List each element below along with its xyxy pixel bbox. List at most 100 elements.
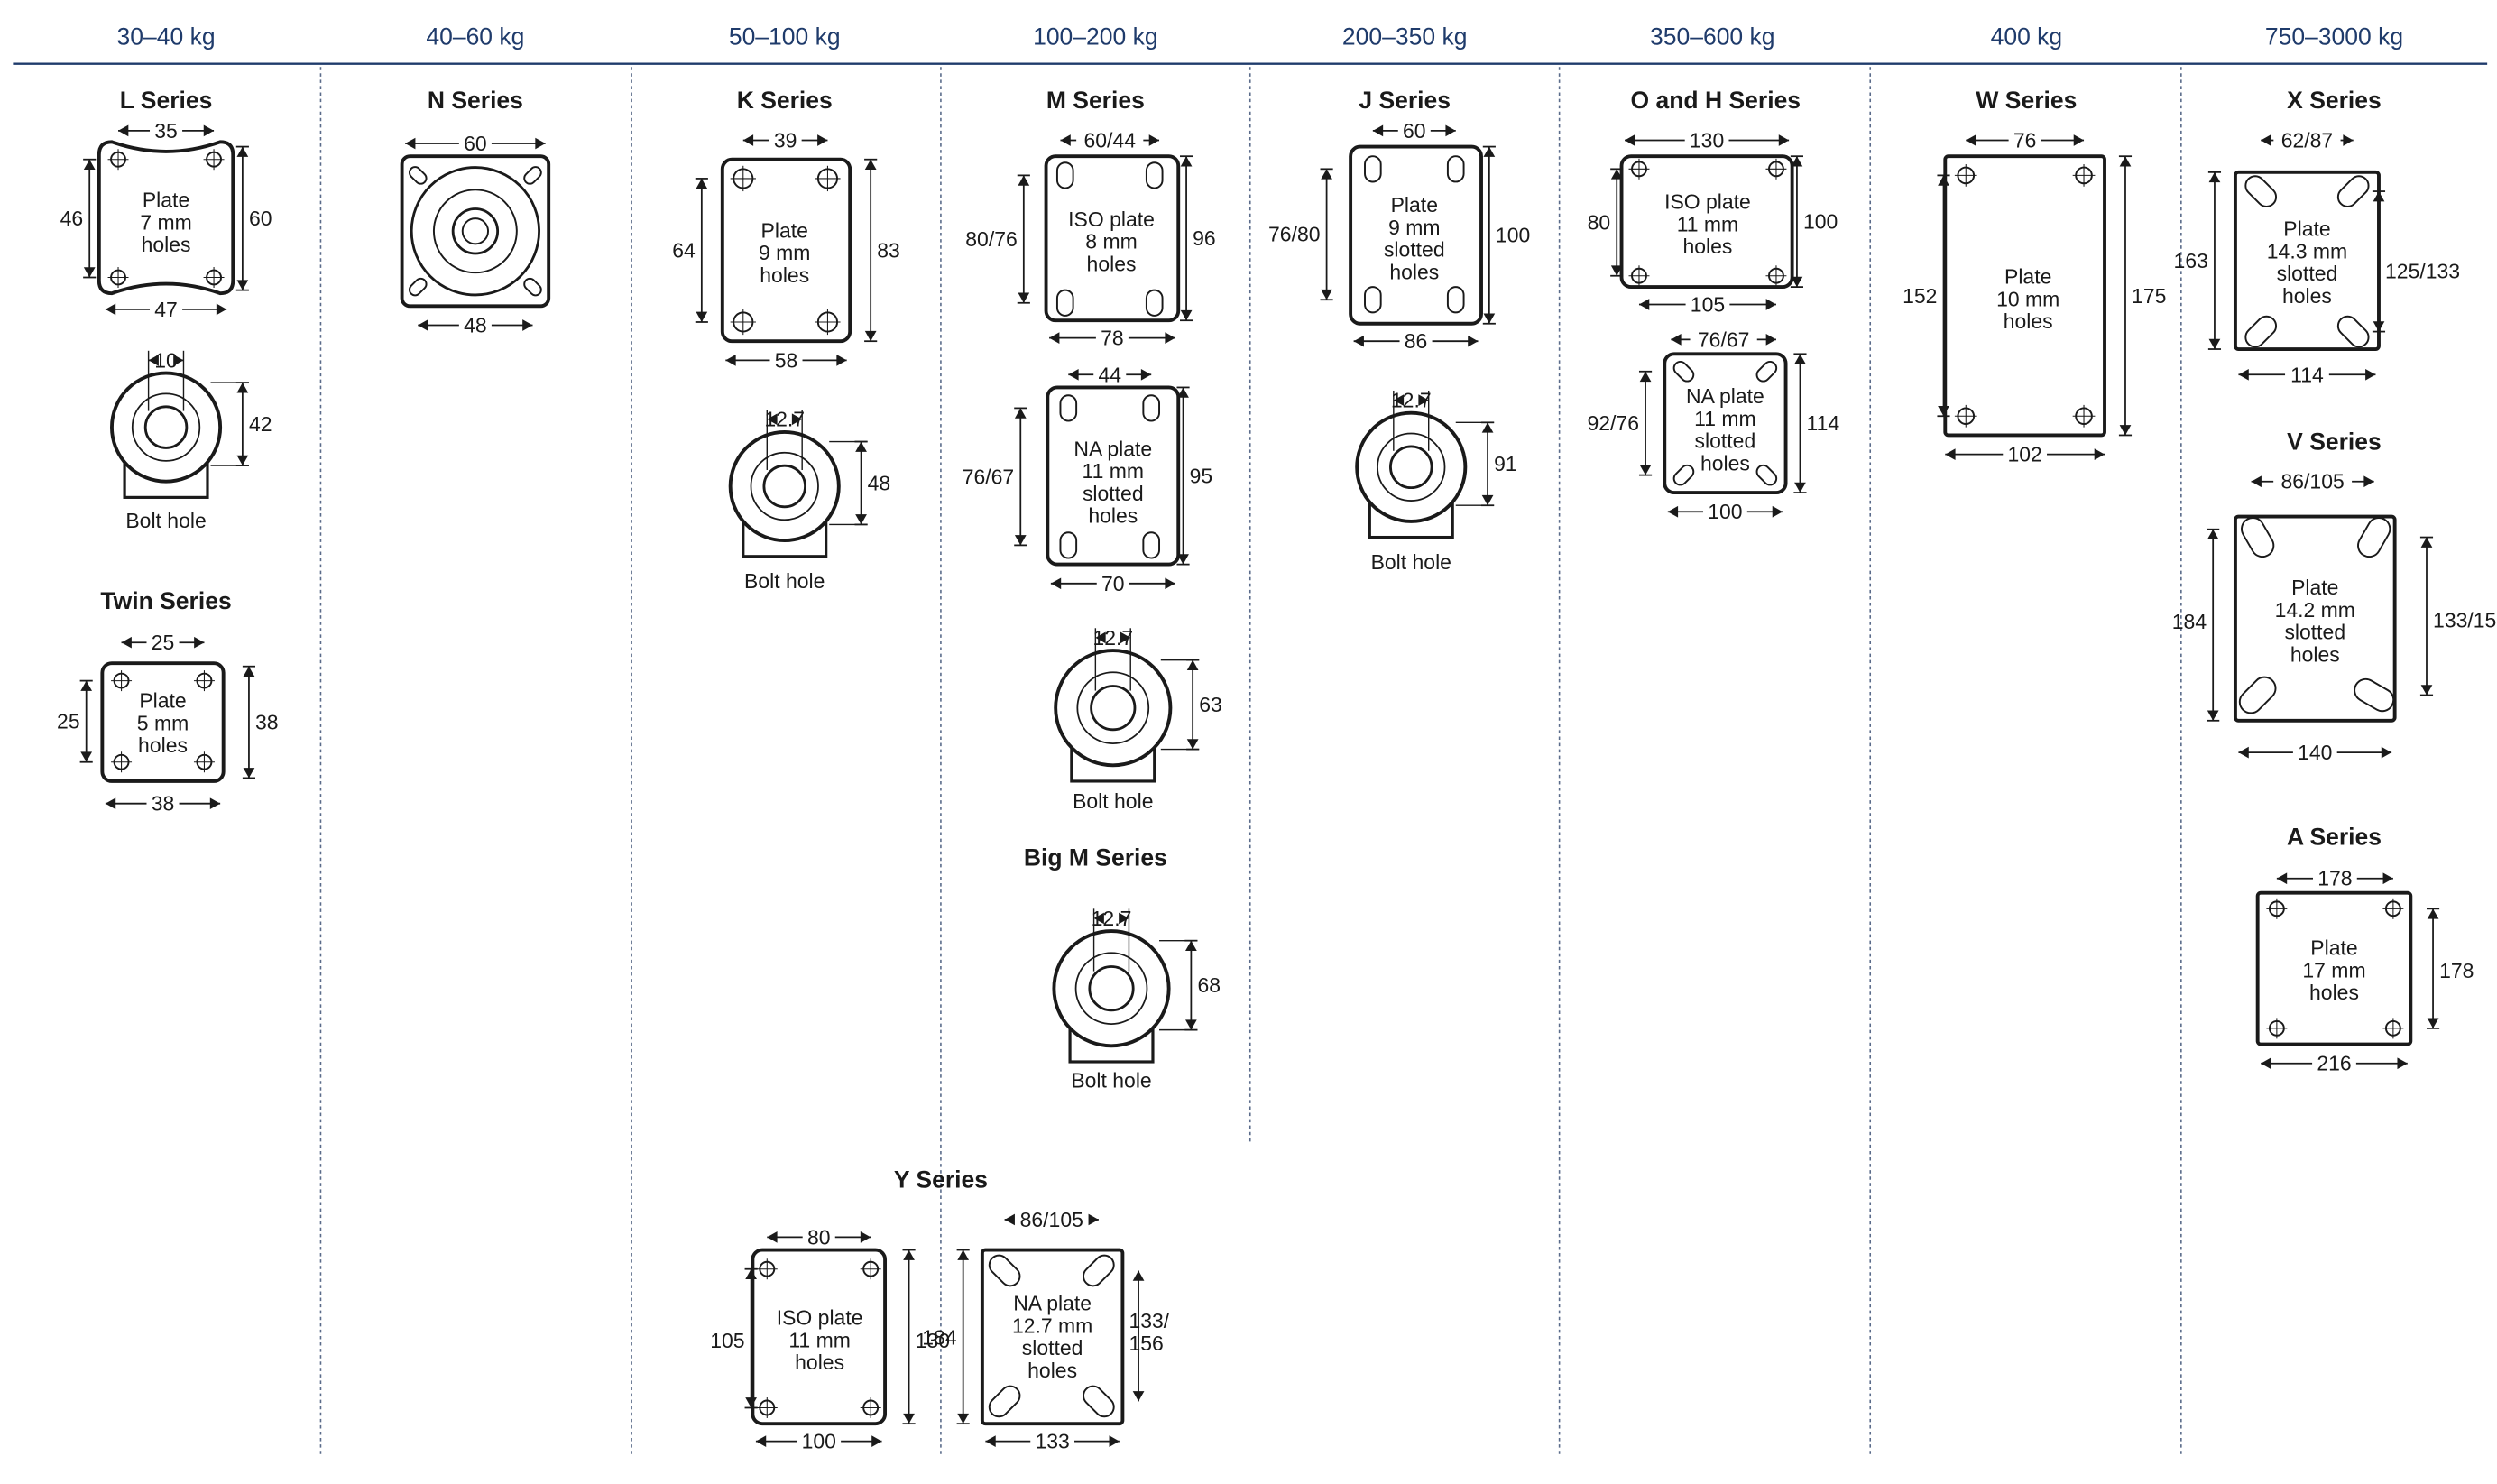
plate-oh-na-top-arrow — [1765, 334, 1776, 346]
series-title-v: V Series — [2287, 428, 2382, 455]
slotted-hole-icon — [1145, 289, 1164, 317]
plate-n-bottom-arrow — [418, 319, 428, 331]
plate-l-left-label: 46 — [60, 207, 84, 230]
plate-v-top-label: 86/105 — [2281, 470, 2345, 493]
slotted-hole-icon — [1446, 155, 1465, 183]
series-title-w: W Series — [1976, 87, 2077, 114]
plate-m-iso-top-arrow — [1148, 134, 1160, 146]
plate-j-top-arrow — [1372, 124, 1384, 137]
plate-j-right-arrow — [1483, 146, 1496, 157]
plate-v-right-label: 133/156 — [2433, 608, 2497, 631]
bolt-width-k-arrow — [791, 413, 803, 426]
plate-oh-iso-bottom-arrow — [1638, 299, 1650, 310]
plate-twin-right-arrow — [243, 666, 255, 677]
plate-oh-na — [1663, 352, 1788, 495]
series-title-m: M Series — [1046, 87, 1145, 114]
plate-j-bottom-arrow — [1353, 335, 1364, 347]
plate-j-text-line-0: Plate — [1391, 193, 1438, 217]
plate-w-right-arrow — [2119, 425, 2132, 436]
bolt-height-k-label: 48 — [868, 471, 891, 494]
plate-oh-na-bottom-arrow — [1772, 505, 1783, 518]
slot-outline — [1672, 464, 1695, 486]
plate-w-right-arrow — [2119, 156, 2132, 167]
plate-y-iso-top-arrow — [860, 1231, 871, 1243]
slot-outline — [1055, 289, 1074, 317]
plate-y-na-right-label: 133/ — [1129, 1309, 1169, 1332]
plate-twin-bottom-arrow — [209, 797, 221, 810]
plate-oh-na-right-label: 114 — [1807, 411, 1840, 435]
plate-y-na-bottom-arrow — [1109, 1435, 1120, 1447]
slotted-hole-icon — [2238, 676, 2277, 714]
plate-y-iso-right-arrow — [903, 1413, 915, 1424]
plate-v-left-label: 184 — [2172, 610, 2207, 633]
plate-twin-top-arrow — [121, 636, 132, 649]
plate-l-text-line-0: Plate — [143, 189, 189, 212]
plate-y-iso-bottom-label: 100 — [802, 1430, 836, 1453]
plate-k-text-line-0: Plate — [761, 218, 808, 242]
plate-v-text-line-3: holes — [2290, 642, 2340, 666]
plate-m-iso — [1044, 154, 1181, 323]
plate-m-iso-left-arrow — [1018, 292, 1030, 303]
slotted-hole-icon — [2357, 517, 2391, 558]
bolt-height-bigm-label: 68 — [1197, 973, 1221, 997]
slot-outline — [523, 277, 542, 297]
plate-oh-iso-left-arrow — [1610, 169, 1623, 180]
plate-m-na-right-arrow — [1177, 554, 1189, 565]
plate-k-text-line-1: 9 mm — [759, 241, 810, 264]
slot-outline — [2244, 315, 2278, 348]
plate-w-text-line-0: Plate — [2004, 265, 2051, 289]
slotted-hole-icon — [1083, 1385, 1115, 1418]
bolt-height-m-arrow — [1186, 739, 1199, 750]
plate-y-iso-right-label: 130 — [916, 1329, 950, 1352]
wheel-hub — [750, 451, 819, 521]
slotted-hole-icon — [1059, 531, 1078, 559]
series-title-l: L Series — [120, 87, 213, 114]
slotted-hole-icon — [2336, 175, 2370, 207]
bolt-height-l-arrow — [236, 455, 249, 466]
plate-a-bottom-arrow — [2397, 1057, 2408, 1070]
load-header-c2: 40–60 kg — [426, 23, 524, 50]
plate-m-na-text-line-0: NA plate — [1073, 437, 1152, 460]
slotted-hole-icon — [1059, 394, 1078, 422]
plate-m-iso-bottom-label: 78 — [1101, 327, 1124, 350]
caster-wheel-icon — [1054, 649, 1173, 768]
bolt-width-k-arrow — [767, 413, 778, 426]
bolt-width-l-arrow — [173, 355, 184, 366]
wheel-hub — [131, 392, 201, 462]
slotted-hole-icon — [1672, 464, 1695, 486]
slotted-hole-icon — [1364, 286, 1382, 314]
plate-n-top-label: 60 — [464, 132, 487, 155]
slot-outline — [2241, 517, 2275, 558]
bolt-width-m-arrow — [1095, 631, 1106, 644]
plate-x-text-line-2: slotted — [2277, 262, 2338, 285]
plate-l-bottom-arrow — [105, 303, 116, 316]
slotted-hole-icon — [1142, 531, 1161, 559]
plate-l-top-label: 35 — [154, 119, 178, 143]
plate-a-right-arrow — [2427, 1018, 2439, 1028]
plate-l-top-arrow — [203, 124, 215, 137]
n-swivel-ring — [432, 189, 518, 274]
axle-bore — [143, 405, 189, 449]
plate-twin-left-label: 25 — [57, 710, 80, 733]
plate-y-na-top-arrow — [1004, 1213, 1015, 1226]
plate-n-bottom-label: 48 — [464, 313, 487, 336]
slotted-hole-icon — [988, 1254, 1021, 1287]
plate-v-text-line-1: 14.2 mm — [2275, 598, 2355, 622]
plate-w — [1943, 154, 2106, 438]
slotted-hole-icon — [1446, 286, 1465, 314]
caster-wheel-icon — [110, 371, 223, 484]
n-kingpin — [451, 207, 500, 255]
plate-twin-bottom-arrow — [105, 797, 116, 810]
slotted-hole-icon — [523, 166, 542, 185]
axle-bore — [1389, 445, 1433, 490]
plate-m-na — [1046, 385, 1181, 567]
plate-j-top-label: 60 — [1403, 119, 1426, 143]
plate-twin-right-arrow — [243, 768, 255, 779]
plate-y-na-text-line-3: holes — [1027, 1359, 1077, 1382]
plate-k-left-label: 64 — [672, 238, 696, 262]
bolt-height-l-label: 42 — [249, 412, 272, 436]
plate-a — [2255, 890, 2413, 1046]
slotted-hole-icon — [408, 277, 428, 297]
plate-k-right-arrow — [864, 159, 877, 171]
